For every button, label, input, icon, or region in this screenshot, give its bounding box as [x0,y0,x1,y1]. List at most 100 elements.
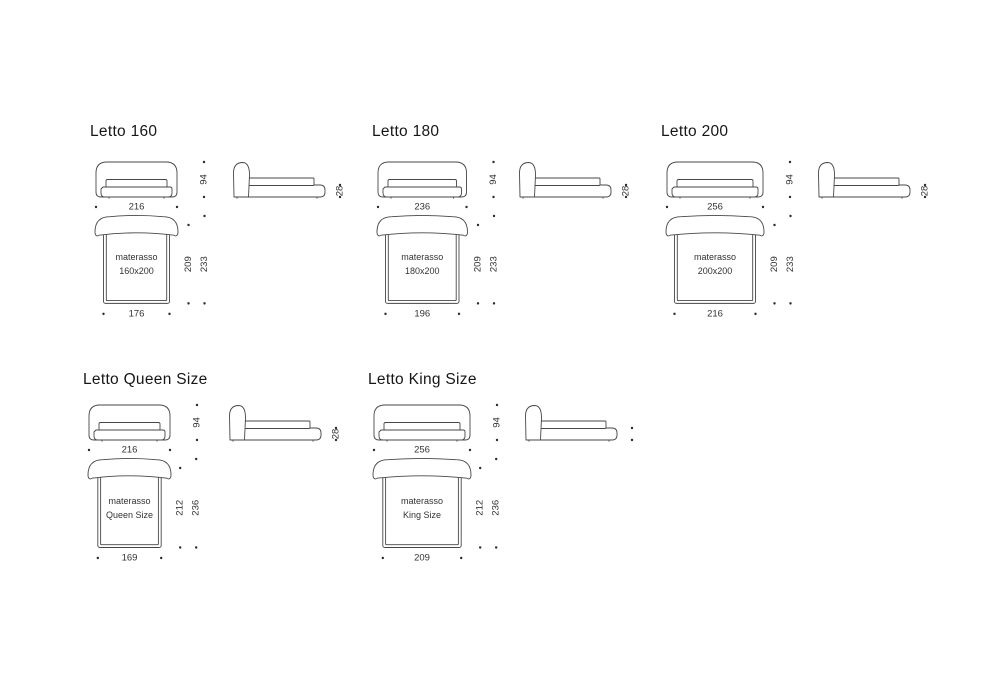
dim-dot [187,302,190,305]
dim-dot [178,546,182,549]
bed-title: Letto King Size [368,371,477,388]
side-view-mattress [832,177,900,186]
mattress-label: materasso [115,252,157,262]
dim-dot [492,195,495,199]
depth-outer-dim: 233 [199,256,210,272]
front-view-base [100,186,173,198]
mattress-size-label: 180x200 [405,266,440,276]
dim-dot [175,205,179,209]
top-view-mattress [385,471,459,546]
dim-dot [195,403,199,407]
top-view-mattress [100,471,159,546]
mattress-size-label: 200x200 [698,266,733,276]
depth-inner-dim: 209 [183,256,194,272]
dim-dot [202,160,206,164]
dim-dot [381,556,385,560]
side-view-headboard [525,405,542,441]
front-height-dim: 94 [785,174,796,185]
front-width-dim: 216 [122,445,138,456]
dim-dot [665,205,669,209]
dim-dot [102,312,105,316]
side-view-base [242,427,322,441]
dim-dot [754,312,757,316]
front-width-dim: 216 [129,202,145,213]
dim-dot [195,438,199,442]
dim-dot [788,160,792,164]
bed-title: Letto Queen Size [83,371,208,388]
dim-dot [492,302,496,305]
dim-dot [203,302,206,305]
side-height-dim: 28 [621,186,632,197]
dim-dot [338,195,342,199]
top-view-headboard [372,458,472,480]
mattress-label: materasso [401,252,443,262]
dim-dot [87,448,91,452]
dim-dot [761,205,765,209]
dim-dot [923,195,927,199]
dim-dot [202,195,206,199]
dim-dot [372,448,376,452]
top-view-headboard [87,458,172,480]
dim-dot [457,312,461,316]
front-height-dim: 94 [199,174,210,185]
top-width-dim: 169 [122,553,138,564]
dim-dot [478,546,482,549]
depth-inner-dim: 212 [175,500,186,516]
dim-dot [338,183,342,187]
side-height-dim: 28 [335,186,346,197]
dim-dot [923,183,927,187]
dim-dot [495,438,499,442]
dim-dot [334,426,338,430]
dim-dot [476,223,480,227]
top-view-mattress [105,228,168,302]
dim-dot [788,195,792,199]
bed-title: Letto 180 [372,123,439,140]
front-view-base [671,186,759,198]
side-view-mattress [539,420,607,429]
front-view-mattress [387,179,457,188]
side-view-base [246,184,326,198]
mattress-size-label: King Size [403,510,441,520]
top-view-headboard [665,215,765,237]
dim-dot [495,403,499,407]
mattress-label: materasso [694,252,736,262]
top-view-mattress [676,228,754,302]
depth-inner-dim: 212 [475,500,486,516]
side-view-base [538,427,618,441]
mattress-size-label: 160x200 [119,266,154,276]
dim-dot [630,426,634,430]
top-width-dim: 209 [414,553,430,564]
front-width-dim: 256 [414,445,430,456]
dim-dot [194,546,198,549]
front-view-mattress [676,179,754,188]
front-height-dim: 94 [492,417,503,428]
dim-dot [376,205,380,209]
dim-dot [194,457,198,461]
front-width-dim: 236 [414,202,430,213]
top-width-dim: 216 [707,308,723,319]
side-view-headboard [229,405,246,441]
depth-inner-dim: 209 [473,256,484,272]
top-view-mattress [387,228,457,302]
dim-dot [168,448,172,452]
dim-dot [494,546,498,549]
dim-dot [630,438,634,442]
dim-dot [624,183,628,187]
dim-dot [773,223,776,227]
dim-dot [96,556,100,560]
side-view-headboard [519,162,536,198]
side-view-base [831,184,911,198]
front-view-mattress [383,422,461,431]
dim-dot [94,205,98,209]
dim-dot [478,466,482,470]
dim-dot [465,205,468,209]
dim-dot [673,312,676,316]
top-width-dim: 176 [129,308,145,319]
dim-dot [384,312,387,316]
side-view-headboard [233,162,250,198]
top-view-headboard [94,215,179,237]
mattress-label: materasso [108,496,150,506]
